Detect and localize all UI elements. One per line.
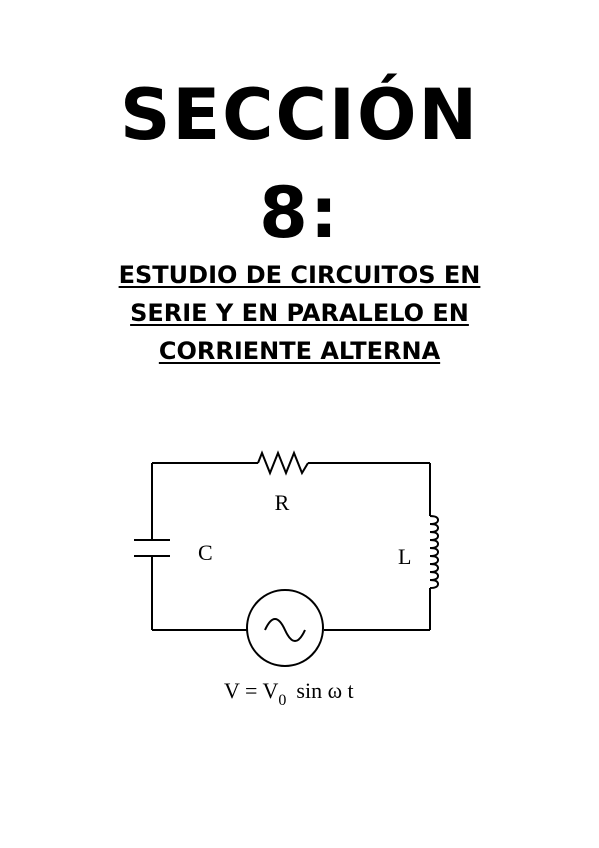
rlc-circuit-diagram: R C L V = V0 sin ω t — [134, 450, 440, 709]
equation-lhs: V = V — [224, 678, 279, 703]
subtitle-line3: CORRIENTE ALTERNA — [158, 337, 441, 365]
equation-subscript: 0 — [278, 692, 286, 709]
source-equation: V = V0 sin ω t — [224, 678, 354, 709]
capacitor-label: C — [198, 540, 213, 565]
inductor-label: L — [398, 544, 411, 569]
resistor-label: R — [275, 490, 290, 515]
inductor-symbol — [429, 515, 440, 589]
ac-sine-wave — [264, 618, 306, 642]
subtitle-line1: ESTUDIO DE CIRCUITOS EN — [118, 261, 481, 289]
resistor-symbol — [257, 450, 309, 476]
equation-rhs: sin ω t — [296, 678, 353, 703]
ac-source-symbol — [246, 589, 324, 667]
section-title-line1: SECCIÓN — [119, 74, 480, 156]
section-title-line2: 8: — [259, 172, 340, 254]
section-subtitle: ESTUDIO DE CIRCUITOS EN SERIE Y EN PARAL… — [60, 256, 539, 370]
subtitle-line2: SERIE Y EN PARALELO EN — [130, 299, 469, 327]
